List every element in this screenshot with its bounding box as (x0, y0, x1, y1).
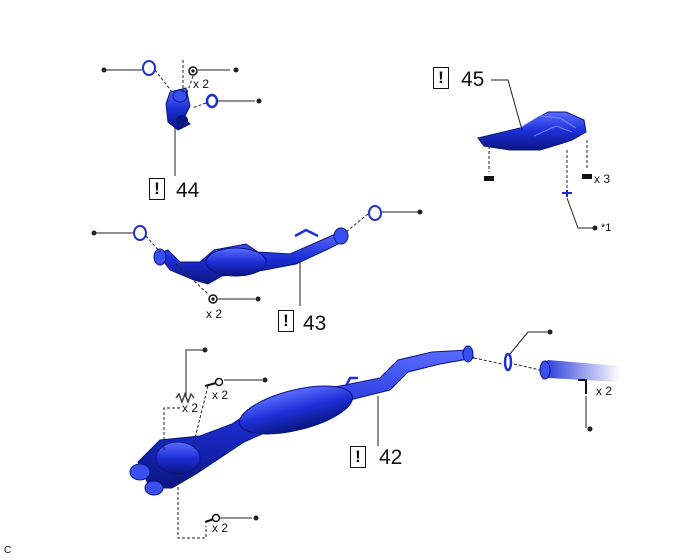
spring-42 (175, 391, 195, 405)
part-44-bracket (165, 87, 191, 131)
qty-42-rear-bolt: x 2 (596, 384, 613, 398)
qty-42-spring: x 2 (182, 401, 199, 415)
dots-43 (91, 209, 423, 302)
part-42-exhaust-pipe (129, 345, 475, 496)
dots-45 (592, 225, 598, 231)
gasket-44-ring-right (205, 93, 219, 109)
tail-pipe (539, 360, 620, 382)
gasket-43-right (368, 205, 382, 221)
dots-42 (202, 329, 593, 521)
callout-number-44: 44 (176, 179, 200, 202)
qty-42-bolt-top: x 2 (212, 388, 229, 402)
nut-45-left (484, 176, 494, 181)
warning-mark-42: ! (355, 447, 361, 466)
gasket-42-rear (503, 352, 513, 372)
callout-box-42: ! (350, 446, 366, 468)
part-43-front-pipe (153, 227, 349, 285)
callout-number-43: 43 (303, 312, 327, 335)
leader-lines-45 (488, 79, 594, 229)
callout-box-44: ! (149, 178, 165, 200)
nut-44 (188, 66, 198, 76)
warning-mark-44: ! (154, 179, 160, 198)
leader-lines-44 (105, 60, 255, 176)
warning-mark-45: ! (438, 68, 444, 87)
leader-lines-42 (163, 331, 587, 539)
qty-44-nut: x 2 (193, 77, 210, 91)
clip-45 (562, 190, 572, 197)
leader-lines-43 (96, 211, 418, 306)
figure-code: C (4, 545, 12, 556)
callout-number-42: 42 (379, 446, 403, 469)
note-asterisk-1: *1 (601, 222, 612, 234)
gasket-44-ring (142, 60, 156, 76)
part-45-insulator (477, 111, 587, 151)
qty-42-bolt-bottom: x 2 (212, 521, 229, 535)
bolt-42-rear (578, 379, 587, 394)
callout-box-43: ! (278, 310, 294, 332)
bolt-42-bottom (204, 513, 221, 523)
qty-43-nut: x 2 (206, 307, 223, 321)
callout-number-45: 45 (461, 68, 485, 91)
qty-45-nut: x 3 (594, 172, 611, 186)
nut-43 (208, 294, 218, 304)
callout-box-45: ! (433, 67, 449, 89)
warning-mark-43: ! (283, 311, 289, 330)
nut-45-right (582, 174, 592, 179)
dots-44 (101, 67, 262, 104)
gasket-43-left (133, 225, 147, 241)
bolt-42-top (204, 377, 224, 387)
